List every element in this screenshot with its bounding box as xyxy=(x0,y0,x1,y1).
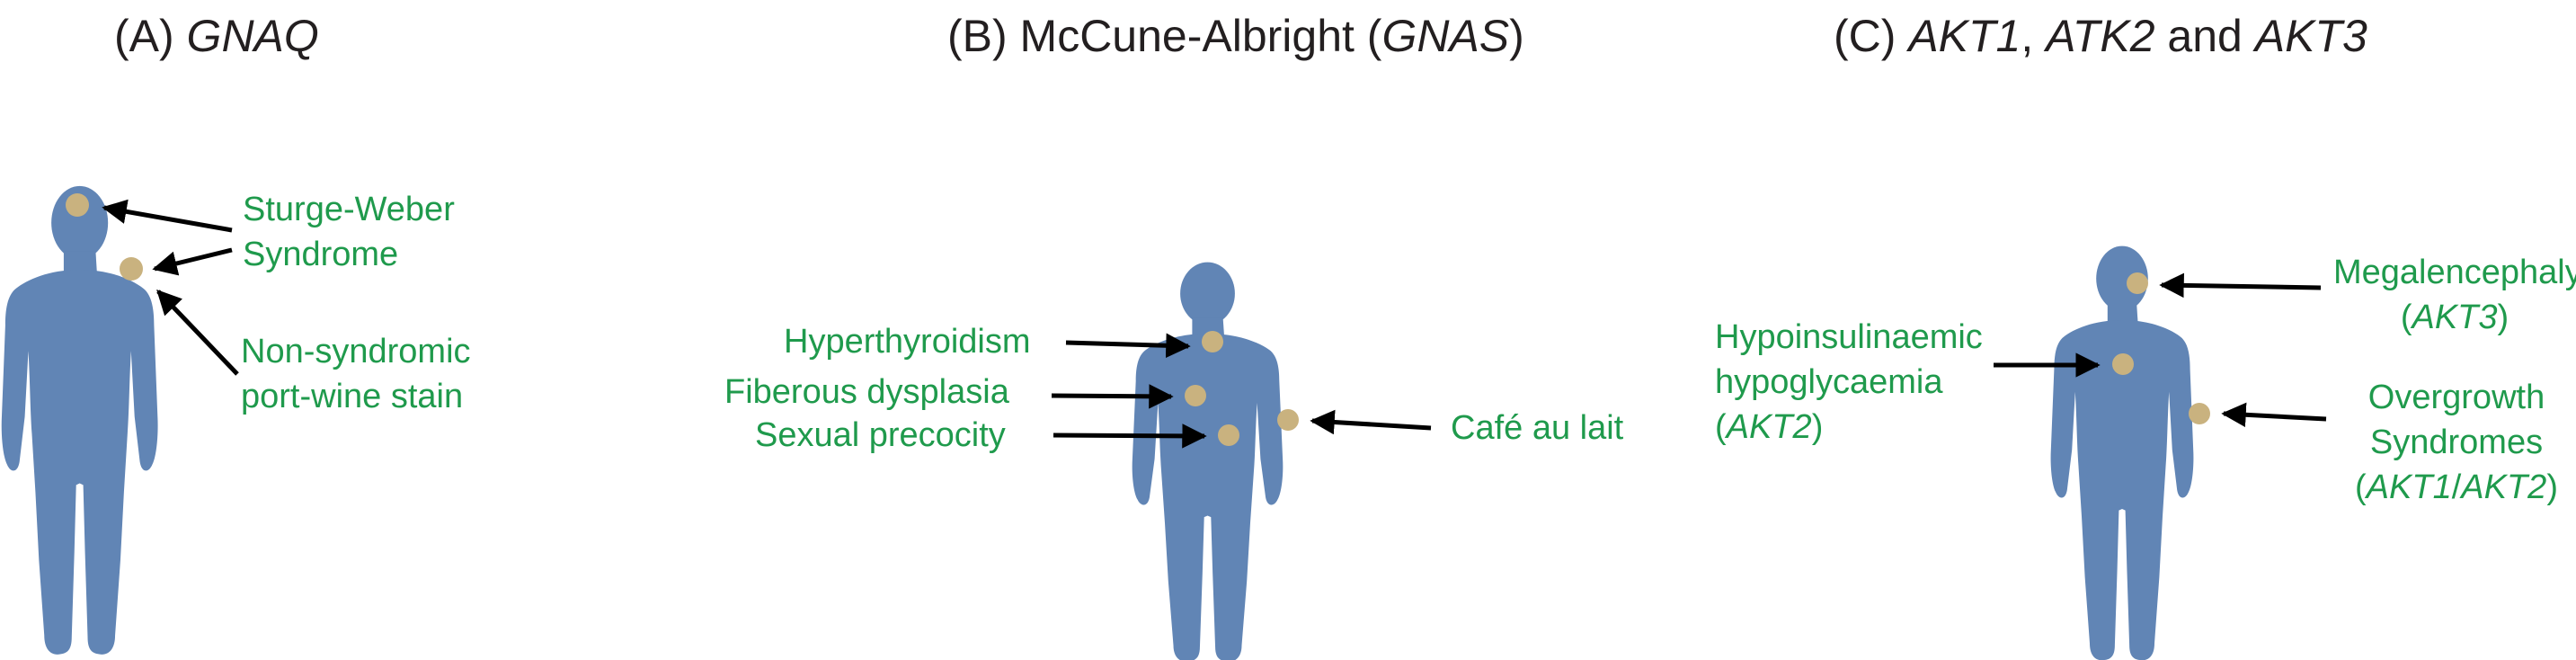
label-over-line2: Syndromes xyxy=(2369,424,2544,461)
label-over-gene2: AKT2 xyxy=(2461,468,2547,506)
label-nonsyn-line2: port-wine stain xyxy=(241,378,464,415)
panel-a-marker-head xyxy=(66,193,89,217)
panel-a-title-gene: GNAQ xyxy=(186,11,319,61)
label-hypo-line2: hypoglycaemia xyxy=(1715,363,1943,401)
panel-c-title-sep1: , xyxy=(2021,11,2047,61)
panel-c-marker-abdomen xyxy=(2112,353,2134,375)
label-megal-gene: AKT3 xyxy=(2412,299,2498,336)
label-hypo-paren-close: ) xyxy=(1811,408,1824,446)
panel-b-marker-fiberous xyxy=(1185,385,1206,406)
label-megalencephaly: Megalencephaly (AKT3) xyxy=(2333,250,2576,340)
arrow-sturge-shoulder xyxy=(152,247,233,276)
label-megal-line2: (AKT3) xyxy=(2333,295,2576,340)
arrow-nonsyndromic xyxy=(156,290,239,376)
arrow-sexual xyxy=(1053,424,1207,449)
label-sexual-precocity: Sexual precocity xyxy=(755,416,1006,454)
arrow-fiberous xyxy=(1051,384,1174,409)
label-over-line3: (AKT1/AKT2) xyxy=(2337,465,2576,510)
label-over-slash: / xyxy=(2451,468,2462,506)
arrow-sturge-head xyxy=(102,199,233,233)
panel-c-title-gene1: AKT1 xyxy=(1908,11,2021,61)
arrow-hyperthyroidism xyxy=(1065,333,1191,359)
label-megal-line1: Megalencephaly xyxy=(2333,254,2576,291)
panel-b-title-gene: GNAS xyxy=(1381,11,1510,61)
panel-c-marker-hand xyxy=(2189,403,2210,424)
panel-b-title-prefix: (B) McCune-Albright ( xyxy=(947,11,1382,61)
label-hypo-line3: (AKT2) xyxy=(1715,405,1983,450)
panel-a-marker-shoulder xyxy=(120,257,143,281)
panel-c-title-gene2: ATK2 xyxy=(2046,11,2155,61)
panel-c-title-sep2: and xyxy=(2154,11,2255,61)
panel-b-marker-sexual xyxy=(1218,424,1239,446)
label-hypo-paren-open: ( xyxy=(1715,408,1727,446)
label-non-syndromic: Non-syndromic port-wine stain xyxy=(241,329,471,419)
panel-c-title-prefix: (C) xyxy=(1834,11,1909,61)
panel-c-marker-head xyxy=(2127,272,2148,294)
label-over-gene1: AKT1 xyxy=(2366,468,2452,506)
label-sturge-line1: Sturge-Weber xyxy=(243,191,455,228)
label-hypo-gene: AKT2 xyxy=(1726,408,1812,446)
label-over-paren-close: ) xyxy=(2546,468,2558,506)
label-hyperthyroidism: Hyperthyroidism xyxy=(784,323,1031,361)
panel-c-title: (C) AKT1, ATK2 and AKT3 xyxy=(1834,9,2367,63)
label-hypoinsulinaemic: Hypoinsulinaemic hypoglycaemia (AKT2) xyxy=(1715,315,1983,450)
panel-b-body-figure xyxy=(1132,262,1284,660)
label-hypo-line1: Hypoinsulinaemic xyxy=(1715,318,1983,356)
label-megal-paren-close: ) xyxy=(2497,299,2509,336)
label-sturge-line2: Syndrome xyxy=(243,236,399,273)
panel-b-marker-thyroid xyxy=(1202,331,1223,352)
panel-b-title: (B) McCune-Albright (GNAS) xyxy=(947,9,1524,63)
panel-a-title: (A) GNAQ xyxy=(114,9,319,63)
panel-c-title-gene3: AKT3 xyxy=(2254,11,2367,61)
panel-c-body-figure xyxy=(2050,245,2194,660)
label-nonsyn-line1: Non-syndromic xyxy=(241,333,471,370)
arrow-cafe xyxy=(1310,409,1432,435)
label-sturge-weber: Sturge-Weber Syndrome xyxy=(243,187,455,277)
label-megal-paren-open: ( xyxy=(2400,299,2412,336)
panel-b-marker-cafe xyxy=(1277,409,1299,431)
arrow-overgrowth xyxy=(2221,402,2327,428)
label-fiberous-dysplasia: Fiberous dysplasia xyxy=(724,373,1009,411)
label-cafe-au-lait: Café au lait xyxy=(1451,409,1624,447)
panel-b-title-suffix: ) xyxy=(1509,11,1524,61)
label-over-paren-open: ( xyxy=(2355,468,2367,506)
panel-a-body-figure xyxy=(1,185,158,655)
arrow-megalencephaly xyxy=(2159,272,2322,299)
label-overgrowth: Overgrowth Syndromes (AKT1/AKT2) xyxy=(2337,375,2576,510)
panel-a-title-prefix: (A) xyxy=(114,11,187,61)
label-over-line1: Overgrowth xyxy=(2367,379,2545,416)
